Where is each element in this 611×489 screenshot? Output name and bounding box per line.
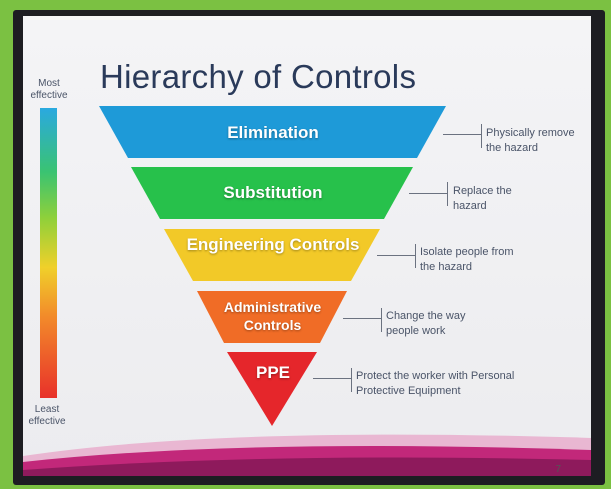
slide: Hierarchy of Controls Most effective Lea… [23,16,591,476]
tier-ppe-description: Protect the worker with Personal Protect… [356,370,515,397]
bracket-line [481,124,482,148]
tier-substitution-label: Substitution [223,183,323,202]
tier-engineering-label: Engineering Controls [186,235,360,254]
bracket-line [351,368,352,392]
tier-administrative-description: Change the way people work [386,310,466,337]
tier-elimination-shape [99,106,446,158]
page-number: 7 [555,464,561,475]
bracket-line [381,308,382,332]
slide-title: Hierarchy of Controls [100,58,417,95]
tier-engineering-description: Isolate people from the hazard [420,246,514,273]
tier-administrative-shape [197,291,347,343]
connector-line [343,318,381,319]
tier-engineering-shape [164,229,380,281]
bracket-line [447,182,448,206]
effectiveness-gradient-bar [40,108,57,398]
scale-top-label: Most effective [30,78,68,101]
connector-line [313,378,351,379]
tier-administrative-label: Administrative Controls [223,299,322,333]
connector-line [443,134,481,135]
tier-ppe-label: PPE [255,363,291,382]
connector-line [377,255,415,256]
slide-footer-band [23,434,591,476]
scale-bottom-label: Least effective [28,404,66,427]
tier-elimination-description: Physically remove the hazard [486,127,575,154]
connector-line [409,193,447,194]
bracket-line [415,244,416,268]
tier-substitution-description: Replace the hazard [453,185,512,212]
tier-ppe-shape [227,352,317,426]
presentation-screen: Hierarchy of Controls Most effective Lea… [13,10,605,485]
tier-elimination-label: Elimination [227,123,319,142]
tier-substitution-shape [131,167,413,219]
inverted-pyramid [99,106,446,426]
